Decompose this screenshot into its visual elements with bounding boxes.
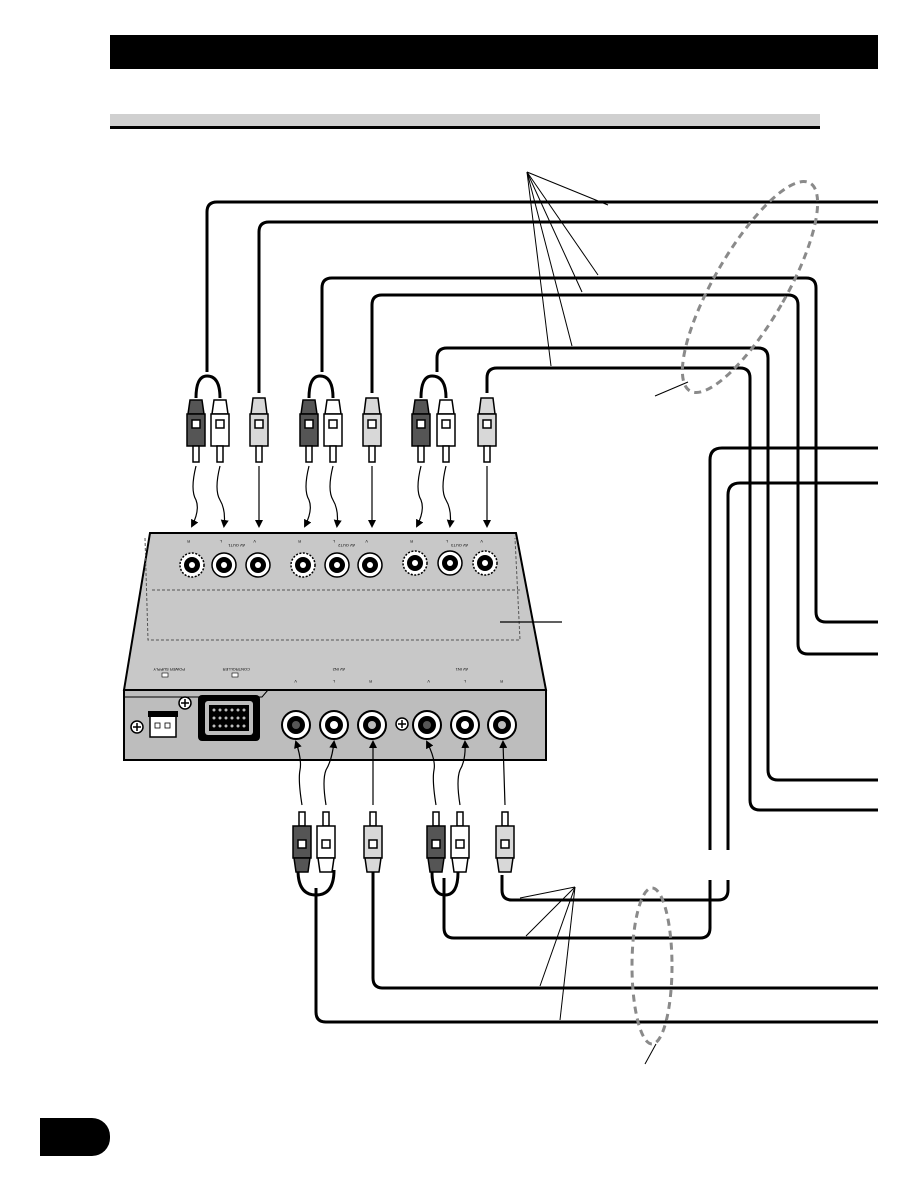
label-controller: CONTROLLER: [223, 667, 250, 672]
screw-icon-mid: [395, 717, 409, 731]
front-jack-av-in2-l: [319, 710, 349, 740]
bottom-plugs: [292, 811, 515, 873]
screw-icon-left: [130, 720, 144, 734]
top-label-2: L: [219, 539, 222, 544]
front-jack-label-2: L: [332, 679, 335, 684]
label-power-supply: POWER SUPPLY: [153, 667, 185, 672]
cable-out1-video: [257, 220, 878, 393]
front-jack-label-1: V: [294, 679, 297, 684]
jack-out1-l: [211, 552, 237, 578]
cable-out3-video: [485, 366, 878, 812]
bottom-arrows: [294, 740, 508, 806]
rca-plug-out3-red: [411, 399, 431, 463]
rca-plug-out1-white: [210, 399, 230, 463]
front-jack-label-6: R: [500, 679, 503, 684]
cable-out3-audio: [435, 346, 878, 782]
jack-out1-v: [245, 552, 271, 578]
header-bar: [110, 35, 878, 69]
front-jack-label-3: R: [369, 679, 372, 684]
front-jack-av-in2-r: [357, 710, 387, 740]
front-jack-av-in2-v: [281, 710, 311, 740]
rca-plug-out2-white: [323, 399, 343, 463]
group-label-out3: AV OUT3: [450, 543, 468, 548]
top-arrows: [191, 465, 491, 528]
front-jack-av-in1-l: [450, 710, 480, 740]
group-label-out1: AV OUT1: [227, 543, 245, 548]
top-label-9: V: [480, 539, 483, 544]
section-rule: [110, 126, 820, 129]
bottom-cables: [296, 869, 878, 1024]
section-bar: [110, 114, 820, 126]
top-label-3: V: [253, 539, 256, 544]
top-jacks: [179, 550, 498, 578]
group-label-out2: AV OUT2: [337, 543, 355, 548]
front-labels: POWER SUPPLY CONTROLLER AV IN2 AV IN1 V …: [153, 667, 503, 684]
top-plugs: [186, 397, 497, 463]
rca-plug-out2-red: [299, 399, 319, 463]
callout-ellipse-top: [680, 180, 820, 394]
cable-out2-video: [370, 293, 878, 656]
rca-plug-in2-white: [316, 811, 336, 873]
callout-leaders-top: [526, 171, 609, 367]
front-jack-label-5: L: [463, 679, 466, 684]
jack-out1-r: [179, 552, 205, 578]
callout-leaders-bottom: [519, 886, 576, 1021]
top-label-6: V: [365, 539, 368, 544]
top-jack-labels: R L V R L V R L V AV OUT1 AV OUT2 AV OUT…: [187, 539, 483, 548]
cable-out2-audio: [320, 276, 878, 624]
top-label-7: R: [410, 539, 413, 544]
callout-ellipse-bottom: [630, 886, 674, 1046]
jack-out3-l: [437, 550, 463, 576]
side-cables: [442, 446, 878, 940]
jack-out2-r: [290, 552, 316, 578]
jack-out3-r: [402, 550, 428, 576]
front-jack-av-in1-v: [412, 710, 442, 740]
rca-plug-in1-red: [426, 811, 446, 873]
top-cables: [205, 200, 878, 812]
rca-plug-out3-white: [436, 399, 456, 463]
jack-out3-v: [472, 550, 498, 576]
front-jack-label-4: V: [427, 679, 430, 684]
rca-plug-out1-video: [249, 397, 269, 463]
rca-plug-in2-red: [292, 811, 312, 873]
top-label-1: R: [187, 539, 190, 544]
front-panel: [130, 695, 517, 741]
rca-plug-in2-video: [363, 811, 383, 873]
power-connector: [148, 711, 178, 738]
rca-plug-in1-white: [450, 811, 470, 873]
rca-plug-out1-red: [186, 399, 206, 463]
top-label-8: L: [445, 539, 448, 544]
top-y-splitters: [194, 374, 448, 399]
front-jack-av-in1-r: [487, 710, 517, 740]
rca-plug-out2-video: [362, 397, 382, 463]
rca-plug-in1-video: [495, 811, 515, 873]
controller-connector: [198, 695, 260, 741]
top-label-4: R: [298, 539, 301, 544]
page-number-tab: [40, 1118, 110, 1156]
jack-out2-l: [324, 552, 350, 578]
jack-out2-v: [357, 552, 383, 578]
screw-icon-top: [178, 696, 192, 710]
rca-plug-out3-video: [477, 397, 497, 463]
label-av-in2: AV IN2: [332, 667, 345, 672]
top-label-5: L: [332, 539, 335, 544]
cable-out1-audio: [205, 200, 878, 372]
label-av-in1: AV IN1: [455, 667, 468, 672]
